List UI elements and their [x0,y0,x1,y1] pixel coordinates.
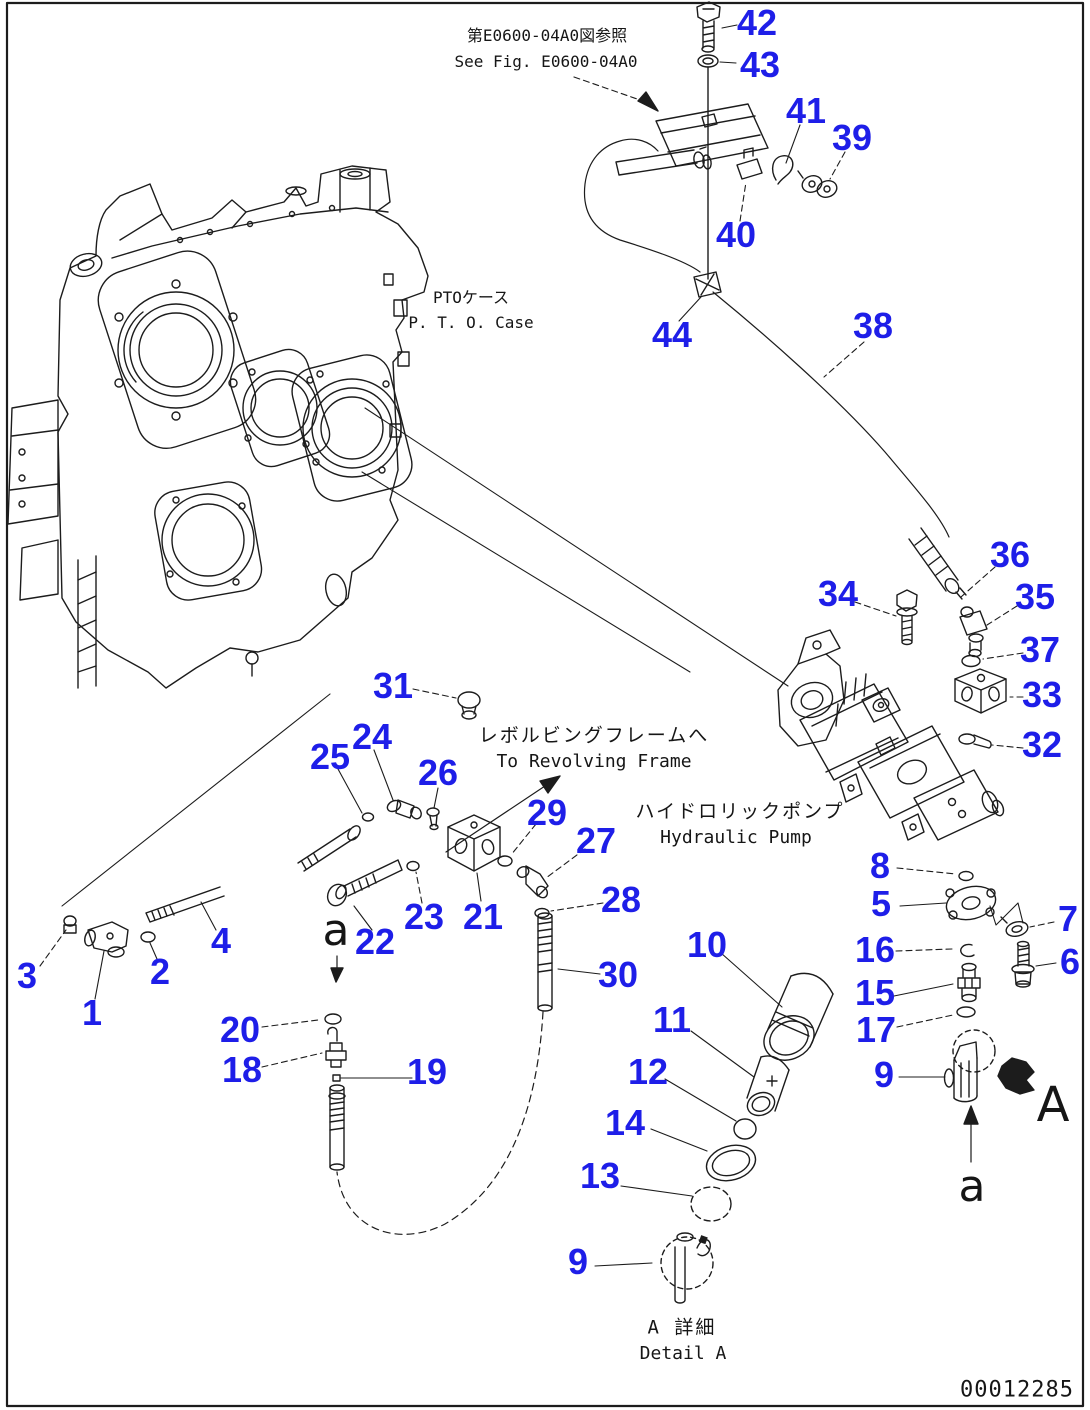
callout-18: 18 [221,1049,263,1090]
callout-32: 32 [1021,724,1063,765]
callout-13: 13 [579,1155,621,1196]
callout-20: 20 [219,1009,261,1050]
callout-27: 27 [575,820,617,861]
callout-10: 10 [686,924,728,965]
callout-16: 16 [854,929,896,970]
callout-14: 14 [604,1102,646,1143]
detail-a-label-jp: A 詳細 [647,1316,717,1339]
callout-41: 41 [785,90,827,131]
pto-case-drawing [7,165,789,907]
callout-15: 15 [854,972,896,1013]
callout-37: 37 [1019,629,1061,670]
pointer-letter-a-left: a [322,905,350,956]
callout-22: 22 [354,921,396,962]
callout-29: 29 [526,792,568,833]
right-mount-parts [893,867,1057,1163]
revolving-frame-label-jp: レボルビングフレームへ [478,724,710,747]
callout-2: 2 [149,951,171,992]
hydraulic-pump-label-jp: ハイドロリックポンプ [635,800,845,823]
hose-38 [712,291,996,600]
callout-11: 11 [652,999,692,1040]
doc-number: 00012285 [960,1377,1074,1403]
lower-left-parts [39,825,361,1000]
callout-1: 1 [81,992,103,1033]
callout-4: 4 [210,920,232,961]
pump-fitting-parts [854,589,1024,749]
callout-30: 30 [597,954,639,995]
callout-36: 36 [989,534,1031,575]
see-fig-label-en: See Fig. E0600-04A0 [454,52,638,71]
callout-8: 8 [869,845,891,886]
callout-42: 42 [736,2,778,43]
hydraulic-pump-label-en: Hydraulic Pump [660,827,812,848]
callout-43: 43 [739,44,781,85]
callout-44: 44 [651,314,693,355]
callout-39: 39 [831,117,873,158]
hose-circuit-parts [261,688,604,1235]
callout-33: 33 [1021,674,1063,715]
callout-3: 3 [16,955,38,996]
detail-a-label-en: Detail A [639,1343,727,1364]
callout-25: 25 [309,736,351,777]
page-border [5,1,1085,1408]
pointer-letter-a-right: a [958,1161,986,1212]
revolving-frame-label-en: To Revolving Frame [496,751,692,772]
callout-24: 24 [351,716,393,757]
callout-35: 35 [1014,576,1056,617]
callout-5: 5 [870,883,892,924]
see-fig-label-jp: 第E0600-04A0図参照 [466,26,628,45]
callout-38: 38 [852,305,894,346]
callout-7: 7 [1057,898,1079,939]
hydraulic-pump-drawing [777,629,1005,841]
callout-9: 9 [873,1054,895,1095]
top-clamp-assembly [573,1,846,322]
callout-28: 28 [600,879,642,920]
callout-40: 40 [715,214,757,255]
callout-31: 31 [372,665,414,706]
detail-a-parts [594,952,834,1304]
callout-26: 26 [417,752,459,793]
callout-21: 21 [462,896,504,937]
callout-23: 23 [403,896,445,937]
view-letter-A: A [1036,1077,1070,1133]
callout-6: 6 [1059,941,1081,982]
callout-9: 9 [567,1241,589,1282]
callout-17: 17 [855,1009,897,1050]
callout-19: 19 [406,1051,448,1092]
callout-12: 12 [627,1051,669,1092]
callout-34: 34 [817,573,859,614]
pto-case-label-jp: PTOケース [432,288,510,307]
pto-case-label-en: P. T. O. Case [408,313,534,332]
